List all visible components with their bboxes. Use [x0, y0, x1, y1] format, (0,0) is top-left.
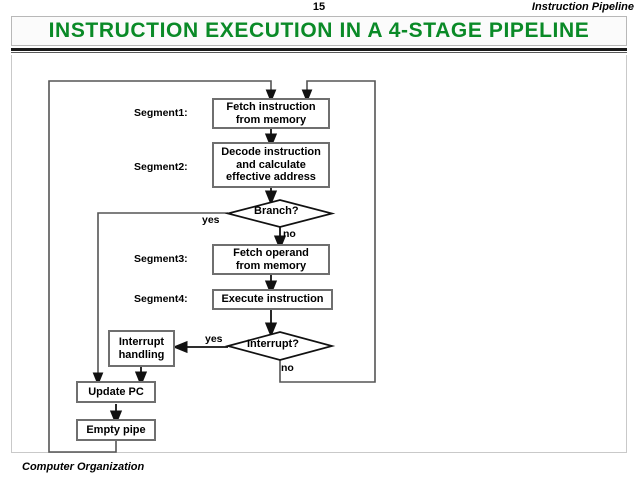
fetch-instruction-line1: Fetch instruction [226, 100, 316, 113]
decode-instruction-line2: and calculate [236, 158, 306, 171]
interrupt-handling-line2: handling [118, 348, 165, 361]
branch-no-label: no [283, 228, 296, 240]
node-empty-pipe[interactable]: Empty pipe [76, 419, 156, 441]
interrupt-decision-label: Interrupt? [247, 338, 299, 350]
slide-title-bar: INSTRUCTION EXECUTION IN A 4-STAGE PIPEL… [11, 16, 627, 46]
execute-instruction-line1: Execute instruction [221, 293, 324, 306]
segment2-label: Segment2: [134, 161, 188, 173]
interrupt-no-label: no [281, 362, 294, 374]
segment4-label: Segment4: [134, 293, 188, 305]
page-number: 15 [312, 1, 326, 13]
title-rule-thin [11, 52, 627, 53]
segment3-label: Segment3: [134, 253, 188, 265]
branch-yes-label: yes [202, 214, 220, 226]
update-pc-line1: Update PC [88, 385, 144, 398]
node-fetch-operand[interactable]: Fetch operand from memory [212, 244, 330, 275]
content-frame [11, 55, 627, 453]
segment1-label: Segment1: [134, 107, 188, 119]
fetch-operand-line2: from memory [235, 259, 307, 272]
node-execute-instruction[interactable]: Execute instruction [212, 289, 333, 310]
branch-decision-label: Branch? [254, 205, 299, 217]
page-title: INSTRUCTION EXECUTION IN A 4-STAGE PIPEL… [48, 19, 590, 42]
node-decode-instruction[interactable]: Decode instruction and calculate effecti… [212, 142, 330, 188]
interrupt-handling-line1: Interrupt [118, 335, 165, 348]
node-fetch-instruction[interactable]: Fetch instruction from memory [212, 98, 330, 129]
title-rule-thick [11, 48, 627, 51]
decode-instruction-line1: Decode instruction [221, 145, 321, 158]
node-update-pc[interactable]: Update PC [76, 381, 156, 403]
decode-instruction-line3: effective address [226, 171, 316, 184]
header-subject-label: Instruction Pipeline [531, 1, 634, 13]
fetch-operand-line1: Fetch operand [233, 246, 309, 259]
node-interrupt-handling[interactable]: Interrupt handling [108, 330, 175, 367]
footer-course-label: Computer Organization [22, 461, 145, 473]
fetch-instruction-line2: from memory [235, 113, 307, 126]
empty-pipe-line1: Empty pipe [86, 423, 146, 436]
interrupt-yes-label: yes [205, 333, 223, 345]
